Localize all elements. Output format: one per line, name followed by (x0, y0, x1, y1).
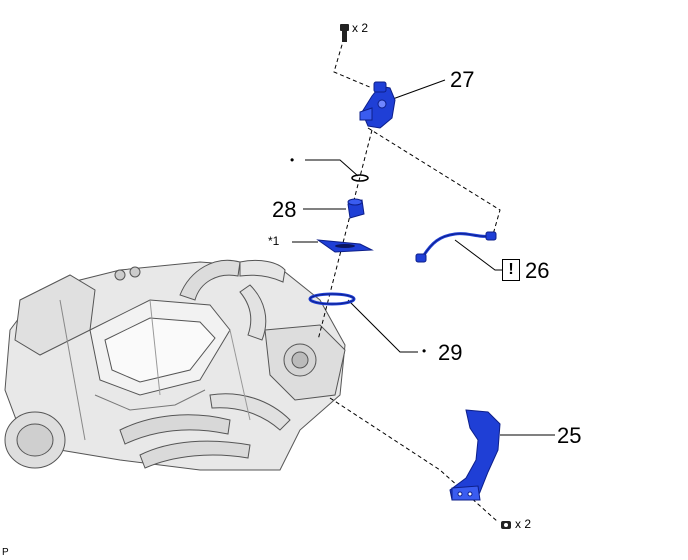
gasket-plate-ref1 (316, 239, 374, 253)
callout-28: 28 (272, 197, 297, 222)
upper-bolt-icon (340, 24, 349, 42)
callout-25: 25 (557, 423, 582, 448)
callout-27: 27 (450, 67, 475, 92)
page-letter: P (2, 547, 9, 558)
upper-bolt-quantity: x 2 (352, 21, 369, 35)
lower-bolt-icon (501, 521, 511, 529)
lower-bolt-quantity: x 2 (515, 517, 532, 531)
caution-icon: ! (502, 259, 520, 281)
small-o-ring (351, 174, 369, 182)
part-28-blue-plug (347, 198, 365, 219)
part-29-ring-gasket (308, 292, 356, 306)
bullet-o-ring: • (290, 153, 295, 167)
callout-29: 29 (438, 340, 463, 365)
part-26-blue-fuel-tube (415, 231, 497, 263)
solid-leader-lines (292, 79, 555, 436)
part-27-blue-housing (359, 81, 396, 129)
dashed-guide-lines (317, 37, 501, 523)
bullet-29: • (422, 344, 427, 358)
part-25-blue-bracket (449, 409, 501, 501)
engine-assembly-illustration (4, 259, 346, 471)
callout-26: 26 (525, 258, 550, 283)
ref-star-1: *1 (268, 234, 280, 248)
